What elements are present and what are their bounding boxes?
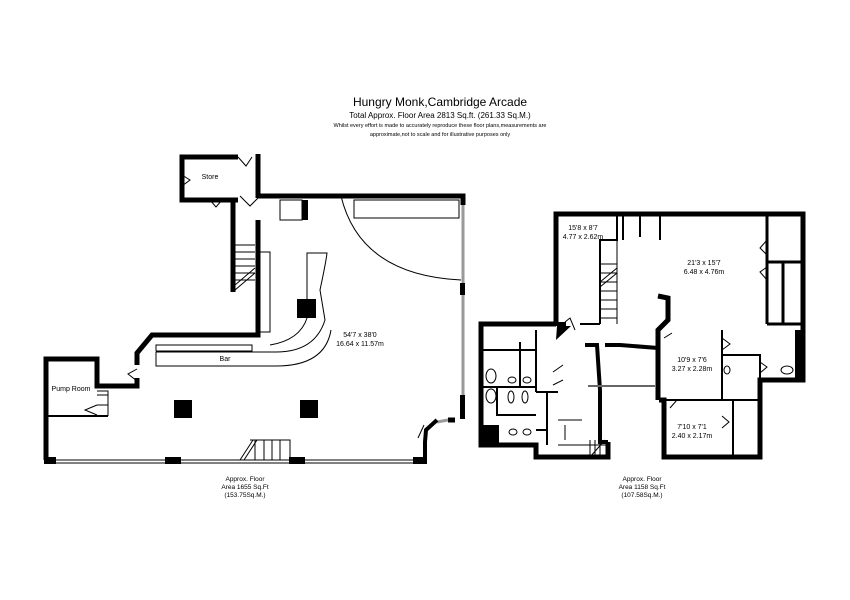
ground-outer-wall: [230, 193, 466, 292]
room-c-dims-metric: 3.27 x 2.28m: [672, 366, 713, 373]
store-label: Store: [202, 174, 219, 181]
disclaimer-line-1: Whilst every effort is made to accuratel…: [333, 123, 547, 129]
upper-area-line1: Approx. Floor: [622, 476, 662, 483]
plan-header: Hungry Monk,Cambridge Arcade Total Appro…: [0, 95, 850, 139]
pump-room: [43, 356, 140, 460]
ground-floor-plan: [43, 154, 466, 464]
room-b-dims-imperial: 21'3 x 15'7: [687, 260, 721, 267]
main-room-dims-imperial: 54'7 x 38'0: [343, 332, 377, 339]
bar-counter: [156, 252, 328, 353]
room-a-dims-imperial: 15'8 x 8'7: [568, 225, 598, 232]
store-room: [179, 154, 261, 208]
room-a-dims-metric: 4.77 x 2.62m: [563, 234, 604, 241]
room-c-dims-imperial: 10'9 x 7'6: [677, 357, 707, 364]
ground-area-line1: Approx. Floor: [225, 476, 265, 483]
total-area: Total Approx. Floor Area 2813 Sq.ft. (26…: [349, 111, 531, 120]
ground-area-line3: (153.75Sq.M.): [224, 492, 266, 499]
ground-floor-area: Approx. Floor Area 1655 Sq.Ft (153.75Sq.…: [200, 476, 290, 500]
upper-staircase: [558, 240, 618, 458]
room-d-dims-metric: 2.40 x 2.17m: [672, 433, 713, 440]
upper-outer-wall: [553, 211, 806, 378]
room-b-dims-metric: 6.48 x 4.76m: [684, 269, 725, 276]
upper-floor-plan: [478, 211, 806, 460]
ground-staircase: [234, 244, 291, 461]
upper-area-line2: Area 1158 Sq.Ft: [618, 484, 666, 491]
plan-title: Hungry Monk,Cambridge Arcade: [352, 95, 528, 109]
upper-floor-area: Approx. Floor Area 1158 Sq.Ft (107.58Sq.…: [597, 476, 687, 500]
ground-area-line2: Area 1655 Sq.Ft: [221, 484, 269, 491]
main-room-dims-metric: 16.64 x 11.57m: [336, 341, 384, 348]
bar-label: Bar: [220, 356, 232, 363]
upper-area-line3: (107.58Sq.M.): [621, 492, 663, 499]
disclaimer-line-2: approximate,not to scale and for illustr…: [369, 132, 511, 138]
pump-room-label: Pump Room: [52, 386, 91, 393]
room-d-dims-imperial: 7'10 x 7'1: [677, 424, 707, 431]
